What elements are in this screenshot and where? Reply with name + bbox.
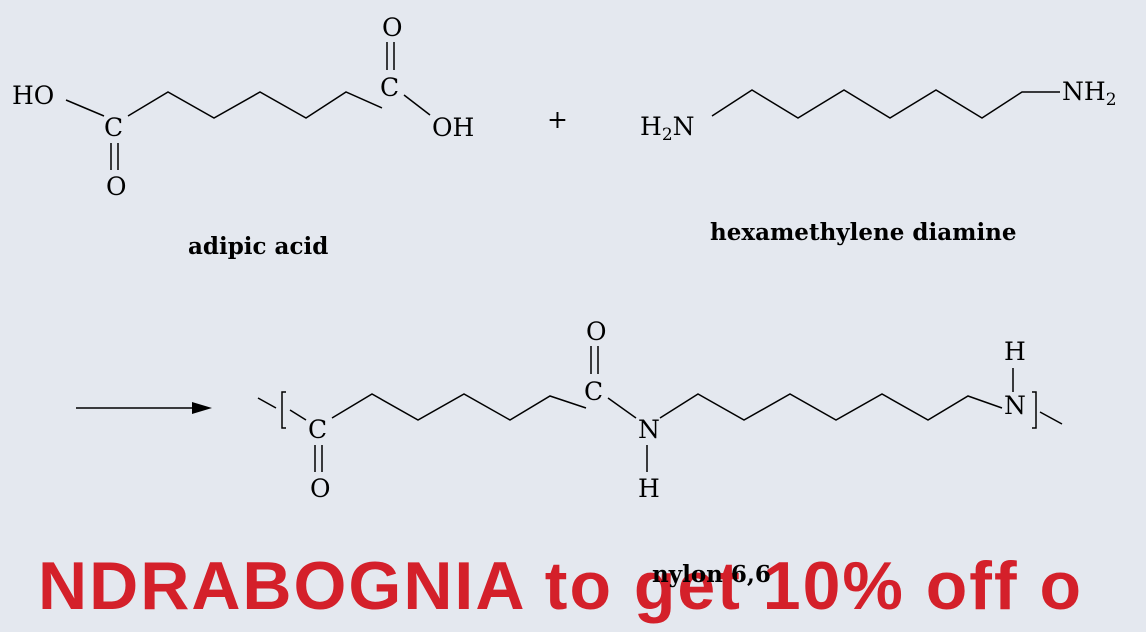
promo-banner-text: NDRABOGNIA to get 10% off o <box>38 548 1084 624</box>
nylon-right-nitrogen: N <box>1004 391 1026 420</box>
reaction-arrow <box>76 402 212 414</box>
adipic-acid-label: adipic acid <box>188 233 328 260</box>
adipic-acid-bottom-oxygen: O <box>106 172 127 201</box>
arrow-head <box>192 402 212 414</box>
diamine-left-amine: H2N <box>640 112 695 145</box>
nylon-amide-nitrogen: N <box>638 415 660 444</box>
nylon-left-oxygen: O <box>310 474 331 503</box>
nylon-structure: C O C O N H N H <box>257 317 1063 503</box>
plus-sign: + <box>547 105 568 134</box>
bond <box>65 99 105 117</box>
adipic-acid-carbon-chain <box>127 91 383 119</box>
nylon-middle-carbon: C <box>584 377 603 406</box>
polymer-tail-left <box>257 397 277 409</box>
polymer-tail-right <box>1039 411 1063 425</box>
adipic-acid-top-oxygen: O <box>382 13 403 42</box>
adipic-acid-ho-label: HO <box>12 81 54 110</box>
nylon-left-carbon: C <box>308 415 327 444</box>
bond <box>607 397 637 419</box>
bracket-right <box>1032 391 1037 429</box>
nylon-right-hydrogen: H <box>1004 337 1026 366</box>
nylon-middle-oxygen: O <box>586 317 607 346</box>
nylon-acid-chain <box>331 393 587 421</box>
hexamethylene-diamine-structure: H2N NH2 <box>640 77 1117 145</box>
adipic-acid-structure: HO C O C O OH <box>12 13 474 201</box>
bond <box>289 409 307 421</box>
hexamethylene-diamine-label: hexamethylene diamine <box>710 219 1017 246</box>
bracket-left <box>281 391 286 429</box>
reaction-diagram: HO C O C O OH + H2N NH2 adipic acid hexa… <box>12 13 1117 503</box>
adipic-acid-oh-label: OH <box>432 113 474 142</box>
adipic-acid-right-carbon: C <box>380 73 399 102</box>
bond <box>403 94 431 116</box>
nylon-amide-hydrogen: H <box>638 474 660 503</box>
nylon-amine-chain <box>659 393 1003 421</box>
diamine-carbon-chain <box>711 89 1060 119</box>
diamine-right-amine: NH2 <box>1062 77 1117 110</box>
adipic-acid-left-carbon: C <box>104 113 123 142</box>
